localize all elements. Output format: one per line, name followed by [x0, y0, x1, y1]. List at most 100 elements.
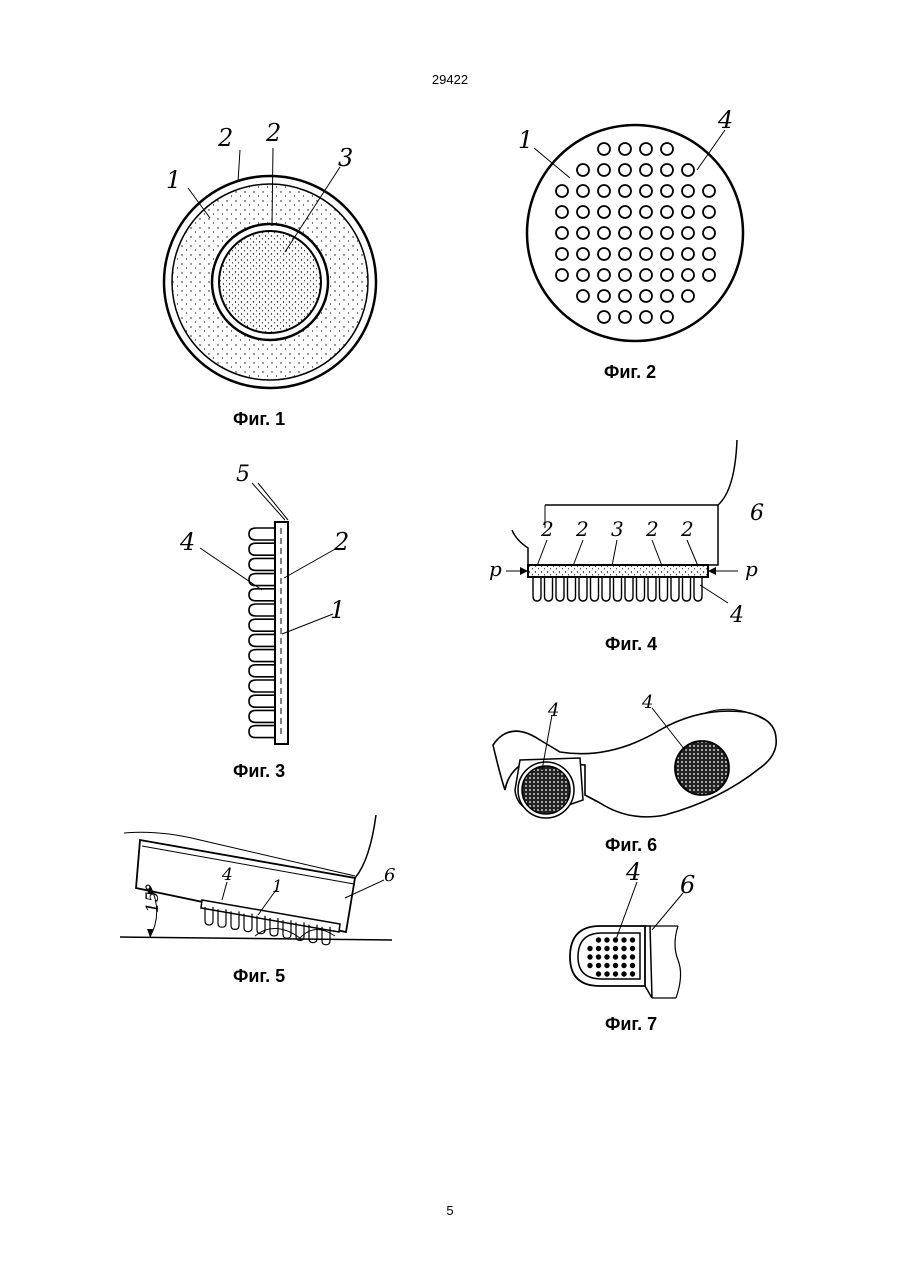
perforation-hole	[661, 143, 673, 155]
heel-pad-dot	[613, 963, 618, 968]
fig4-label-4: 4	[729, 603, 744, 628]
fig2-label-1: 1	[518, 126, 533, 154]
perforation-hole	[661, 290, 673, 302]
fig2-label-4: 4	[717, 106, 733, 134]
bristle-loop	[683, 577, 691, 601]
figure-2: 1 4	[518, 106, 743, 341]
heel-pad-dot	[587, 963, 592, 968]
perforation-hole	[640, 164, 652, 176]
bristle-loop	[249, 619, 275, 631]
fig5-label-4: 4	[221, 865, 233, 885]
perforation-hole	[598, 206, 610, 218]
perforation-hole	[640, 311, 652, 323]
bristle-loop	[625, 577, 633, 601]
heel-pad-dot	[621, 963, 626, 968]
perforation-hole	[619, 269, 631, 281]
perforation-hole	[556, 185, 568, 197]
perforation-hole	[577, 206, 589, 218]
heel-pad-dot	[613, 971, 618, 976]
heel-pad-dot	[596, 971, 601, 976]
perforation-hole	[682, 290, 694, 302]
perforation-hole	[556, 206, 568, 218]
perforation-hole	[682, 248, 694, 260]
perforation-hole	[661, 311, 673, 323]
bristle-loop	[545, 577, 553, 601]
bristle-loop	[249, 634, 275, 646]
heel-pad-dot	[621, 954, 626, 959]
fig3-label-4: 4	[179, 528, 195, 556]
fig1-caption: Фиг. 1	[233, 409, 285, 430]
perforation-hole	[640, 290, 652, 302]
bristle-loop	[249, 558, 275, 570]
fig3-label-1: 1	[330, 596, 345, 624]
bristle-loop	[556, 577, 564, 601]
perforation-hole	[577, 269, 589, 281]
bristles	[249, 528, 275, 738]
bristle-loop	[648, 577, 656, 601]
heel-pad-dot	[613, 946, 618, 951]
heel-pad-dot	[596, 937, 601, 942]
perforation-hole	[703, 206, 715, 218]
perforation-hole	[598, 227, 610, 239]
fig6-caption: Фиг. 6	[605, 835, 657, 856]
heel-pad-dot	[621, 937, 626, 942]
perforation-hole	[640, 206, 652, 218]
heel-pad-dot	[604, 937, 609, 942]
bristle-loop	[568, 577, 576, 601]
bristle-loop	[249, 665, 275, 677]
bristles	[533, 577, 702, 601]
figure-6: 4 4	[493, 692, 776, 818]
perforation-hole	[682, 269, 694, 281]
perforation-hole	[703, 227, 715, 239]
fig7-caption: Фиг. 7	[605, 1014, 657, 1035]
fig4-label-6: 6	[750, 501, 764, 526]
perforation-hole	[577, 248, 589, 260]
figure-1: 2 2 1 3	[164, 119, 376, 388]
perforation-hole	[703, 185, 715, 197]
bristle-loop	[602, 577, 610, 601]
perforation-hole	[598, 269, 610, 281]
figure-4: 2 2 3 2 2 6 p p 4	[489, 440, 764, 628]
perforation-hole	[619, 290, 631, 302]
heel-pad-dot	[604, 963, 609, 968]
perforation-hole	[619, 248, 631, 260]
fig4-caption: Фиг. 4	[605, 634, 657, 655]
bristle-loop	[249, 543, 275, 555]
perforation-hole	[682, 206, 694, 218]
heel-pad-dot	[604, 954, 609, 959]
heel-pad-dot	[630, 946, 635, 951]
perforation-hole	[619, 143, 631, 155]
perforation-hole	[703, 248, 715, 260]
heel-pad-dot	[596, 954, 601, 959]
bristle-loop	[660, 577, 668, 601]
perforation-hole	[661, 164, 673, 176]
bristle-loop	[591, 577, 599, 601]
bristle-loop	[614, 577, 622, 601]
heel-pad-dot	[604, 971, 609, 976]
figure-5: 15° 4 1 6	[120, 815, 395, 945]
perforation-hole	[556, 227, 568, 239]
bristle-loop	[249, 726, 275, 738]
fig1-label-2-outer: 2	[217, 124, 233, 152]
perforation-hole	[598, 185, 610, 197]
bristle-loop	[249, 695, 275, 707]
fig5-label-6: 6	[384, 865, 395, 886]
perforation-hole	[640, 227, 652, 239]
fig5-angle-label: 15°	[143, 883, 163, 913]
heel-pad-dot	[587, 946, 592, 951]
perforation-hole	[598, 164, 610, 176]
perforation-hole	[661, 185, 673, 197]
bristle-loop	[533, 577, 541, 601]
perforation-hole	[598, 143, 610, 155]
perforation-hole	[598, 311, 610, 323]
perforation-hole	[640, 143, 652, 155]
fig6-label-4-heel: 4	[547, 700, 559, 721]
perforation-hole	[703, 269, 715, 281]
figure-3: 5 4 2 1	[179, 462, 349, 744]
heel-pad-dot	[630, 937, 635, 942]
bristle-loop	[249, 710, 275, 722]
heel-pad-dot	[613, 954, 618, 959]
fig4-label-2a: 2	[540, 517, 554, 541]
heel-pad-dot	[596, 963, 601, 968]
